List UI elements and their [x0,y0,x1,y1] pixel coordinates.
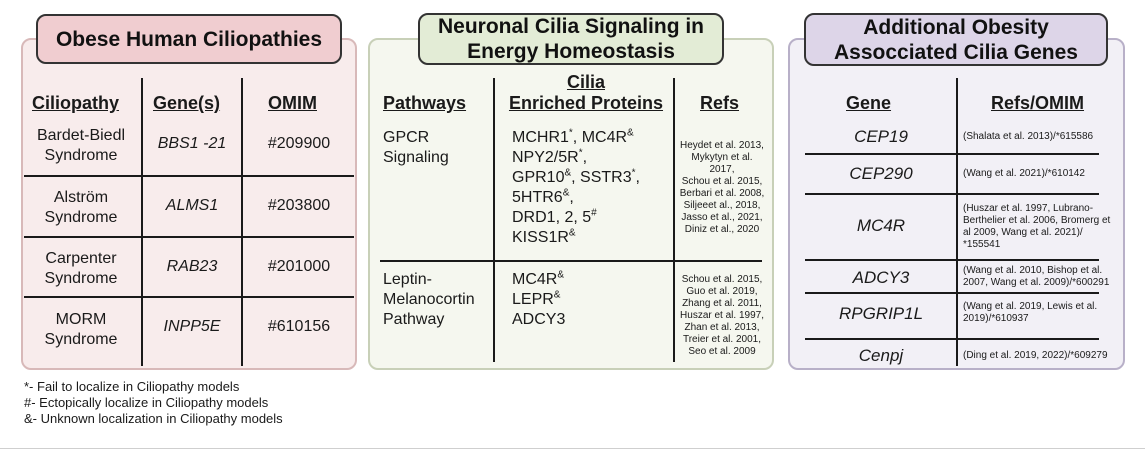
table-row-gene: RAB23 [166,258,218,275]
header-omim: OMIM [268,93,317,113]
table-row-gene: RPGRIP1L [838,304,924,323]
header-genes: Gene(s) [153,93,221,113]
table-row-gene: CEP19 [854,127,908,146]
table-row-refs: (Wang et al. 2019, Lewis et al.2019)/*61… [963,301,1098,324]
table-row-gene: BBS1 -21 [157,135,227,152]
p3-row-divider [805,338,1099,340]
bottom-divider [0,448,1145,449]
header-ciliopathy: Ciliopathy [32,93,120,113]
list-item: MCHR1*, MC4R& [512,127,634,146]
list-item: LEPR& [512,289,561,308]
p1-col-divider-2 [241,78,243,366]
p2-col-divider-1 [493,78,495,362]
leptin-refs: Schou et al. 2015,Guo et al. 2019,Zhang … [680,274,764,357]
table-row-gene: CEP290 [849,164,913,183]
neuronal-cilia-signaling-panel [368,38,774,370]
leptin-protein-list: MC4R& LEPR& ADCY3 [512,270,565,330]
list-item: GPR10&, SSTR3*, [512,167,640,186]
list-item: DRD1, 2, 5# [512,207,597,226]
table-row-gene: INPP5E [163,318,221,335]
obese-human-ciliopathies-panel [21,38,357,370]
header-refs: Refs [700,93,740,113]
table-row-omim: #209900 [267,135,331,152]
list-item: KISS1R& [512,227,576,246]
table-row-refs: (Wang et al. 2021)/*610142 [963,168,1085,179]
p1-row-divider [24,175,354,177]
list-item: MC4R& [512,269,565,288]
p1-row-divider [24,296,354,298]
table-row-omim: #610156 [267,318,331,335]
p1-col-divider-1 [141,78,143,366]
table-row-refs: (Shalata et al. 2013)/*615586 [963,131,1094,142]
gpcr-protein-list: MCHR1*, MC4R& NPY2/5R*, GPR10&, SSTR3*, … [512,128,640,248]
list-item: NPY2/5R*, [512,147,588,166]
footnote-ampersand: &- Unknown localization in Ciliopathy mo… [24,411,283,426]
header-pathways: Pathways [383,93,467,113]
table-row-refs: (Wang et al. 2010, Bishop et al.2007, Wa… [963,265,1110,288]
p2-col-divider-2 [673,78,675,362]
footnote-hash: #- Ectopically localize in Ciliopathy mo… [24,395,269,410]
gpcr-refs: Heydet et al. 2013,Mykytyn et al.2017,Sc… [679,140,765,235]
p1-row-divider [24,236,354,238]
panel1-title: Obese Human Ciliopathies [36,14,342,64]
list-item: ADCY3 [512,311,566,328]
header-cilia-enriched-proteins: Cilia Enriched Proteins [508,72,664,113]
p2-row-divider [380,260,762,262]
list-item: 5HTR6&, [512,187,574,206]
table-row-refs: (Huszar et al. 1997, Lubrano-Berthelier … [963,203,1111,250]
header-gene: Gene [846,93,892,113]
p3-row-divider [805,292,1099,294]
p3-col-divider [956,78,958,366]
table-row-gene: ADCY3 [852,268,910,287]
table-row-gene: ALMS1 [165,197,219,214]
header-refs-omim: Refs/OMIM [991,93,1085,113]
table-row-omim: #203800 [267,197,331,214]
table-row-gene: MC4R [856,216,906,235]
table-row-refs: (Ding et al. 2019, 2022)/*609279 [963,350,1108,361]
p3-row-divider [805,193,1099,195]
p3-row-divider [805,259,1099,261]
footnote-asterisk: *- Fail to localize in Ciliopathy models [24,379,240,394]
p3-row-divider [805,153,1099,155]
table-row-omim: #201000 [267,258,331,275]
table-row-gene: Cenpj [858,346,904,365]
